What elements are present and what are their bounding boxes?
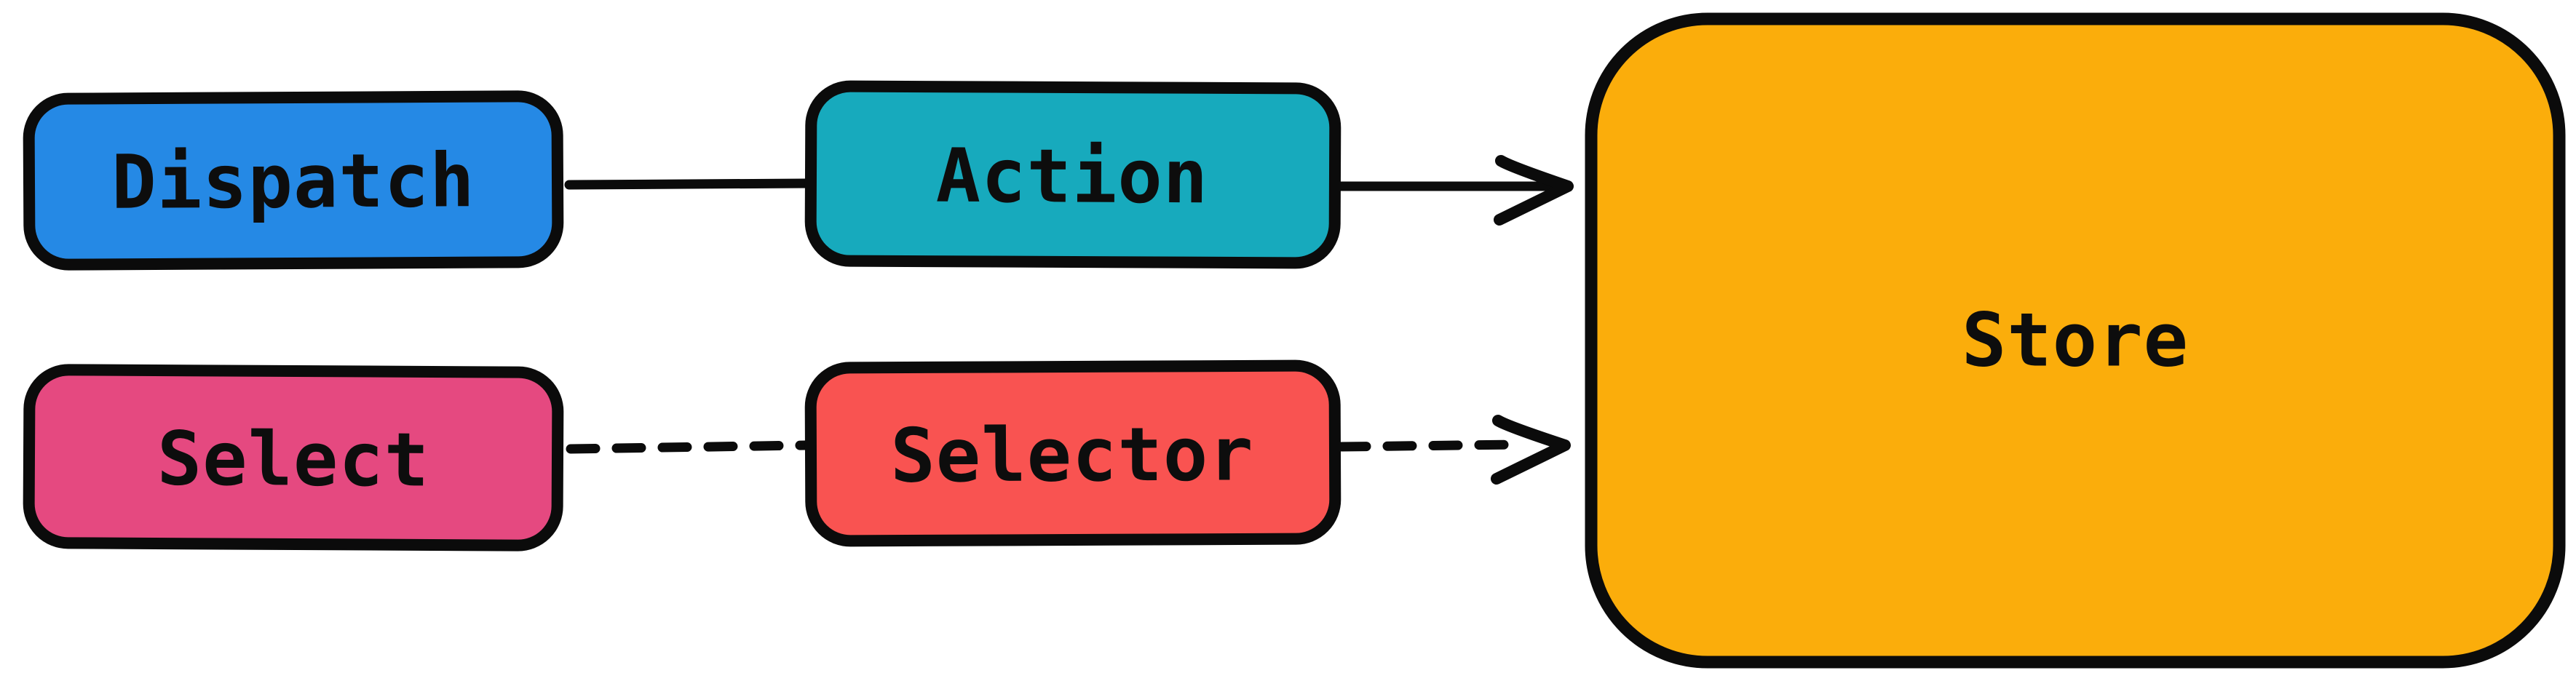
arrowhead-icon [1494,155,1574,226]
edge-action-to-store [1334,155,1574,226]
action-box [804,80,1341,269]
edge-select-to-selector [566,440,810,454]
node-action: Action [804,80,1341,269]
edge-selector-to-store [1336,415,1571,485]
store-box [1585,12,2566,669]
action-label: Action [935,133,1208,221]
dispatch-box [23,90,564,271]
edge-dispatch-to-action [564,178,812,190]
selector-label: Selector [890,411,1254,499]
node-selector: Selector [804,359,1341,547]
node-store: Store [1585,12,2566,669]
edge-selector-to-store-line [1336,439,1523,452]
arrowhead-icon [1491,415,1571,485]
edge-dispatch-to-action-line [564,178,812,190]
edge-select-to-selector-line [566,440,810,454]
select-box [23,364,564,551]
node-select: Select [23,364,564,551]
node-dispatch: Dispatch [23,90,564,271]
select-label: Select [156,416,429,504]
dispatch-label: Dispatch [111,138,475,226]
selector-box [804,359,1341,547]
store-label: Store [1962,298,2189,384]
